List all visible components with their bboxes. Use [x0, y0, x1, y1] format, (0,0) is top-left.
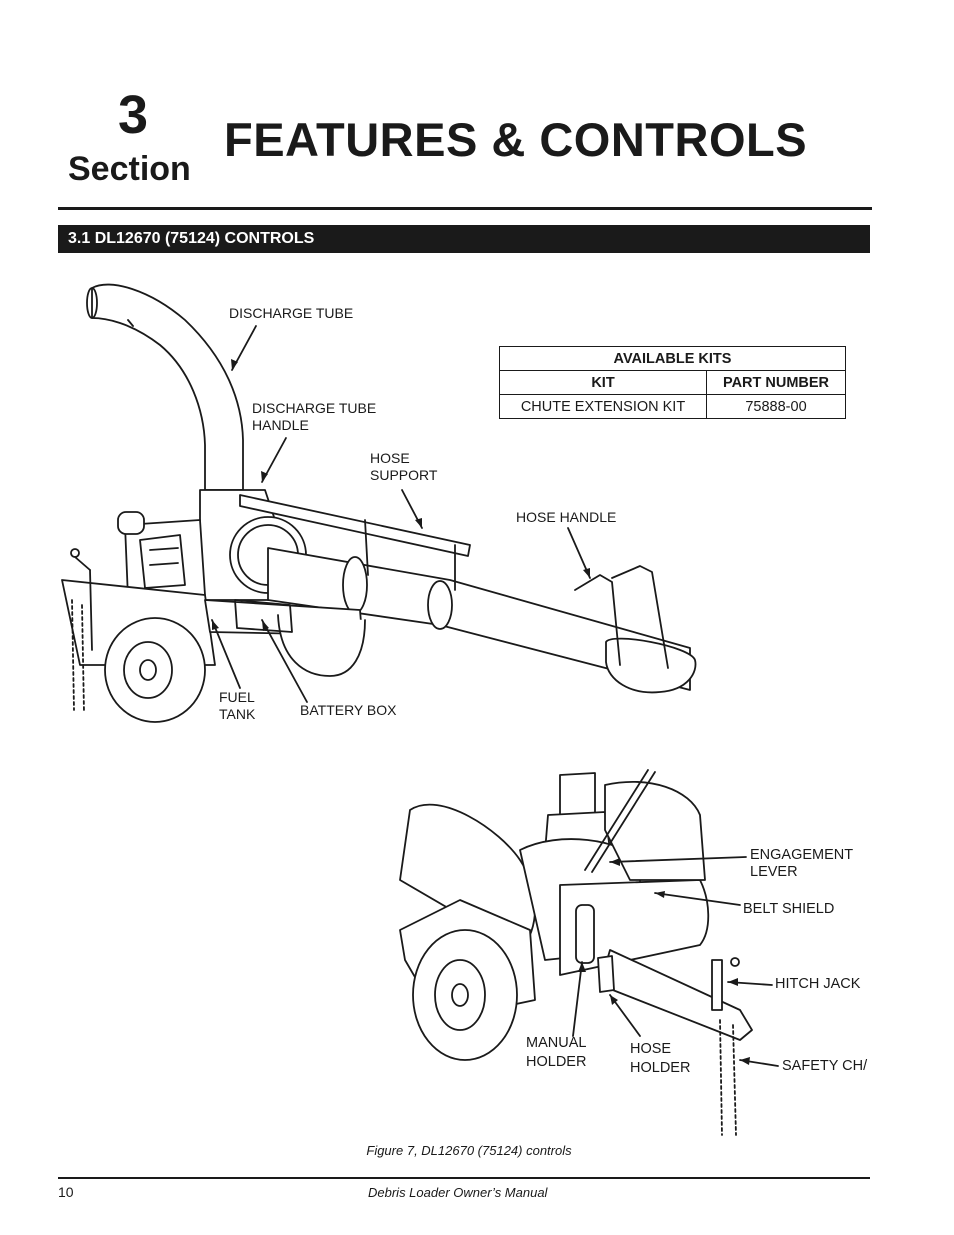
- callout-belt-shield: BELT SHIELD: [743, 901, 835, 917]
- manual-title: Debris Loader Owner’s Manual: [368, 1185, 548, 1200]
- callout-fuel-tank: FUEL TANK: [219, 689, 256, 722]
- callout-hose-holder: HOSE HOLDER: [630, 1041, 691, 1076]
- part-number-cell: 75888-00: [706, 394, 846, 419]
- callout-hose-support: HOSE SUPPORT: [370, 450, 438, 483]
- subsection-heading-bar: 3.1 DL12670 (75124) CONTROLS: [58, 225, 870, 253]
- page-number: 10: [58, 1184, 74, 1200]
- figure-2-arrowheads: [578, 858, 750, 1065]
- kits-table-title: AVAILABLE KITS: [499, 346, 846, 371]
- figure-1-arrowheads: [212, 359, 590, 631]
- figure-2-machine-drawing: [399, 769, 753, 1136]
- header-rule: [58, 207, 872, 210]
- callout-battery-box: BATTERY BOX: [300, 702, 397, 718]
- callout-hose-handle: HOSE HANDLE: [516, 509, 617, 525]
- callout-discharge-tube: DISCHARGE TUBE: [229, 305, 354, 321]
- footer-rule: [58, 1177, 870, 1179]
- figure-1-machine-drawing: [61, 283, 697, 723]
- kits-column-header-kit: KIT: [498, 370, 708, 395]
- figure-caption: Figure 7, DL12670 (75124) controls: [366, 1143, 572, 1158]
- subsection-heading: 3.1 DL12670 (75124) CONTROLS: [68, 230, 315, 247]
- callout-engagement-lever: ENGAGEMENT LEVER: [750, 847, 854, 880]
- kits-column-header-part-number: PART NUMBER: [706, 370, 846, 395]
- page-title: FEATURES & CONTROLS: [224, 113, 808, 166]
- section-number: 3: [118, 85, 149, 145]
- callout-safety-chain: SAFETY CH/: [782, 1058, 868, 1074]
- table-row: CHUTE EXTENSION KIT 75888-00: [498, 394, 846, 419]
- callout-discharge-tube-handle: DISCHARGE TUBE HANDLE: [252, 400, 377, 433]
- kit-name-cell: CHUTE EXTENSION KIT: [498, 394, 708, 419]
- available-kits-table: AVAILABLE KITS KIT PART NUMBER CHUTE EXT…: [498, 346, 846, 419]
- callout-hitch-jack: HITCH JACK: [775, 976, 861, 992]
- section-label: Section: [68, 150, 191, 188]
- callout-manual-holder: MANUAL HOLDER: [526, 1035, 587, 1070]
